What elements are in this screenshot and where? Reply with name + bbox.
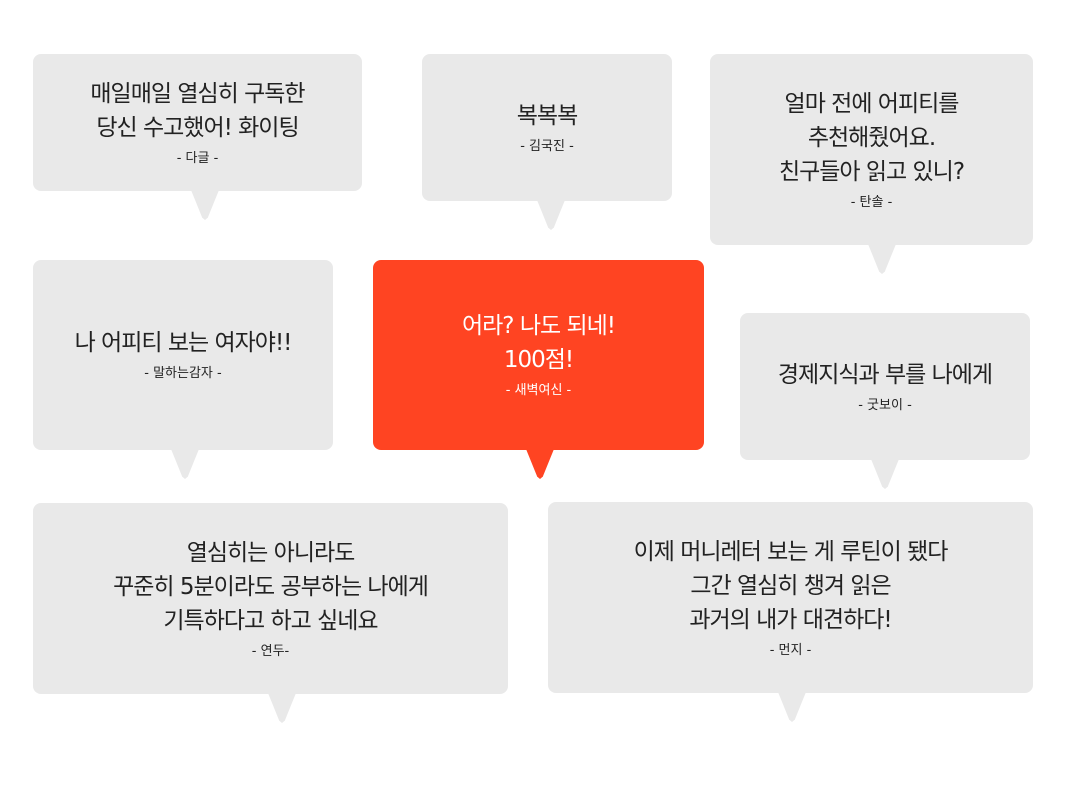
quote-line: 복복복 <box>516 102 578 129</box>
bubble-tail <box>191 190 219 220</box>
quote-line: 이제 머니레터 보는 게 루틴이 됐다 <box>633 538 949 565</box>
speech-bubble: 나 어피티 보는 여자야!! - 말하는감자 - <box>33 260 333 479</box>
speech-bubble: 매일매일 열심히 구독한 당신 수고했어! 화이팅 - 다글 - <box>33 54 362 220</box>
quote-line: 얼마 전에 어피티를 <box>784 90 960 117</box>
speech-bubble: 복복복 - 김국진 - <box>422 54 672 230</box>
speech-bubble: 얼마 전에 어피티를 추천해줬어요. 친구들아 읽고 있니? - 탄솔 - <box>710 54 1033 274</box>
quote-line: 경제지식과 부를 나에게 <box>777 361 993 388</box>
bubble-tail <box>171 449 199 479</box>
quote-line: 100점! <box>503 347 574 373</box>
bubble-tail <box>526 449 554 479</box>
quote-author: - 다글 - <box>176 150 219 166</box>
quote-author: - 먼지 - <box>769 642 812 658</box>
quote-author: - 탄솔 - <box>850 194 893 210</box>
bubble-tail <box>868 244 896 274</box>
quote-line: 과거의 내가 대견하다! <box>689 606 892 633</box>
quote-line: 친구들아 읽고 있니? <box>778 158 965 185</box>
speech-bubble: 이제 머니레터 보는 게 루틴이 됐다 그간 열심히 챙겨 읽은 과거의 내가 … <box>548 502 1033 722</box>
quote-line: 그간 열심히 챙겨 읽은 <box>690 572 891 599</box>
bubble-tail <box>268 693 296 723</box>
quote-author: - 새벽여신 - <box>505 383 572 398</box>
quote-author: - 김국진 - <box>520 138 574 154</box>
quote-line: 당신 수고했어! 화이팅 <box>96 114 299 141</box>
quote-line: 어라? 나도 되네! <box>461 313 616 339</box>
quote-line: 꾸준히 5분이라도 공부하는 나에게 <box>113 573 429 600</box>
quote-line: 나 어피티 보는 여자야!! <box>74 330 293 356</box>
quote-author: - 말하는감자 - <box>144 366 222 381</box>
quote-author: - 연두- <box>251 643 290 659</box>
quote-line: 기특하다고 하고 싶네요 <box>163 607 378 634</box>
quote-line: 열심히는 아니라도 <box>186 539 356 566</box>
bubble-tail <box>778 692 806 722</box>
quote-line: 추천해줬어요. <box>807 124 936 151</box>
quote-line: 매일매일 열심히 구독한 <box>90 80 305 107</box>
bubble-tail <box>537 200 565 230</box>
speech-bubble: 경제지식과 부를 나에게 - 굿보이 - <box>740 313 1030 489</box>
quote-author: - 굿보이 - <box>858 397 912 413</box>
speech-bubble-highlighted: 어라? 나도 되네! 100점! - 새벽여신 - <box>373 260 704 479</box>
speech-bubble: 열심히는 아니라도 꾸준히 5분이라도 공부하는 나에게 기특하다고 하고 싶네… <box>33 503 508 723</box>
bubble-tail <box>871 459 899 489</box>
